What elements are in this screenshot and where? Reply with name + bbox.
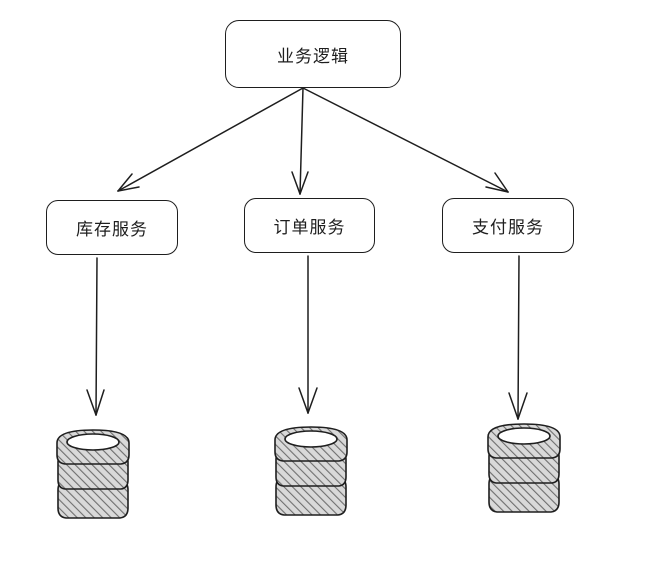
database-icon — [487, 423, 561, 513]
inventory-service-label: 库存服务 — [76, 220, 148, 240]
payment-service-label: 支付服务 — [472, 218, 544, 238]
inventory-service-node: 库存服务 — [46, 200, 178, 255]
order-service-label: 订单服务 — [273, 218, 346, 238]
arrow-top-to-payment — [302, 87, 509, 193]
database-icon — [56, 429, 130, 519]
business-logic-label: 业务逻辑 — [277, 46, 349, 67]
arrow-order-to-db — [298, 255, 318, 414]
arrow-payment-to-db — [508, 255, 528, 420]
arrow-top-to-inventory — [117, 87, 304, 192]
payment-service-node: 支付服务 — [442, 198, 574, 253]
business-logic-node: 业务逻辑 — [225, 20, 401, 88]
arrow-top-to-order — [291, 87, 309, 195]
order-service-node: 订单服务 — [244, 198, 375, 253]
arrow-inventory-to-db — [86, 257, 105, 416]
database-icon — [274, 426, 348, 516]
